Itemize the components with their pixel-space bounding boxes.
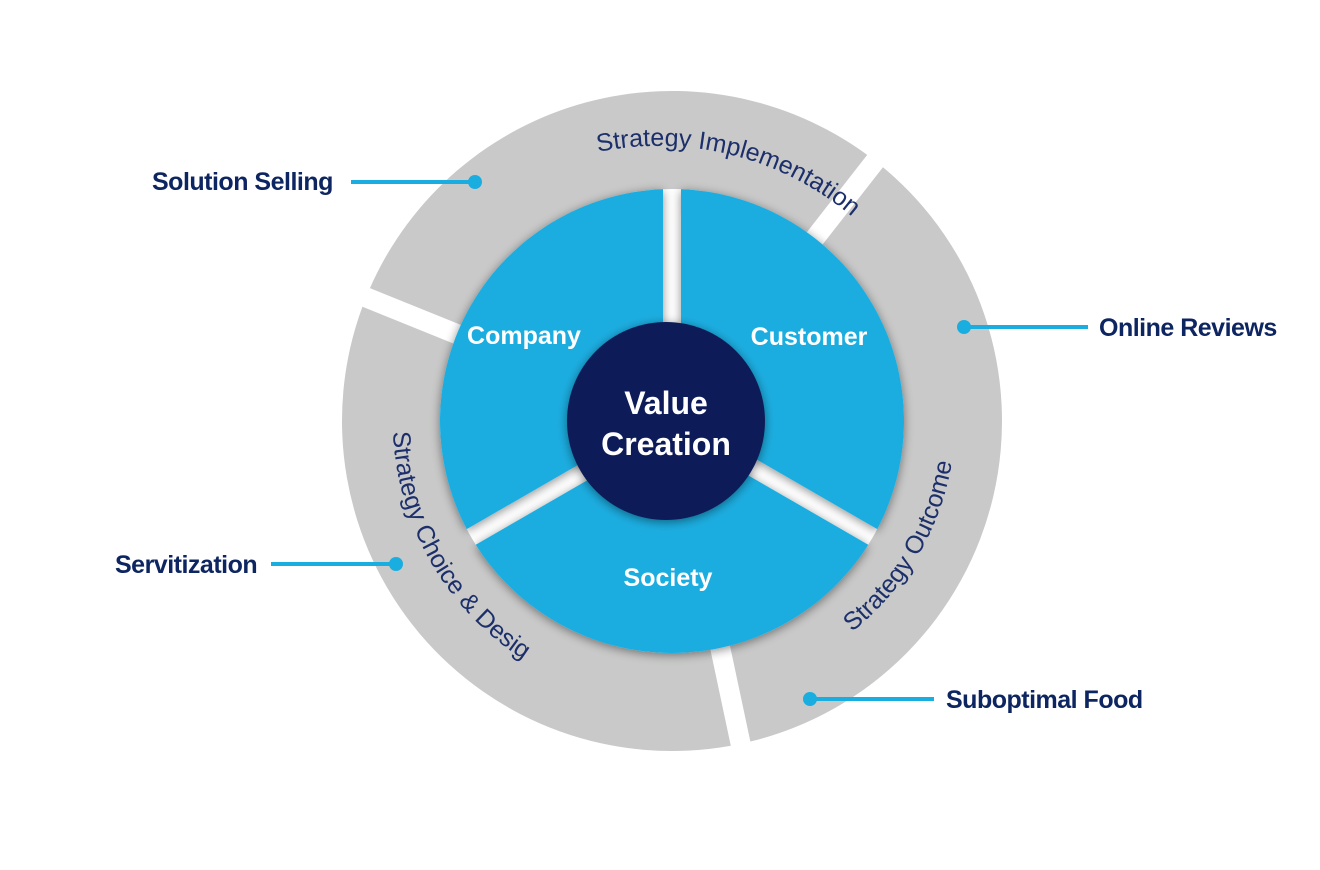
callout-label: Online Reviews: [1099, 314, 1277, 342]
callout-suboptimal-food[interactable]: Suboptimal Food: [803, 686, 1143, 714]
segment-label-society: Society: [624, 564, 713, 592]
callout-label: Suboptimal Food: [946, 686, 1143, 714]
ring-label-choice-design-text: Strategy Choice & Design: [0, 0, 536, 665]
segment-label-customer: Customer: [751, 323, 868, 351]
callout-dot: [468, 175, 482, 189]
callout-dot: [957, 320, 971, 334]
core-label-line1: Value: [624, 385, 708, 421]
segment-label-company: Company: [467, 322, 581, 350]
callout-label: Servitization: [115, 551, 257, 579]
callout-solution-selling[interactable]: Solution Selling: [152, 168, 482, 196]
core-label-line2: Creation: [601, 426, 731, 462]
outer-ring-segment-implementation: [369, 90, 868, 325]
outer-ring-segment-choice-design: [342, 306, 731, 751]
core-circle[interactable]: [567, 322, 765, 520]
outer-ring: [342, 90, 1002, 751]
callout-dot: [803, 692, 817, 706]
callout-servitization[interactable]: Servitization: [115, 551, 403, 579]
callout-dot: [389, 557, 403, 571]
callout-online-reviews[interactable]: Online Reviews: [957, 314, 1277, 342]
outer-ring-segment-outcomes: [729, 167, 1002, 742]
callout-label: Solution Selling: [152, 168, 333, 196]
ring-label-choice-design: Strategy Choice & Design: [0, 0, 536, 665]
segment-society[interactable]: [475, 431, 869, 653]
